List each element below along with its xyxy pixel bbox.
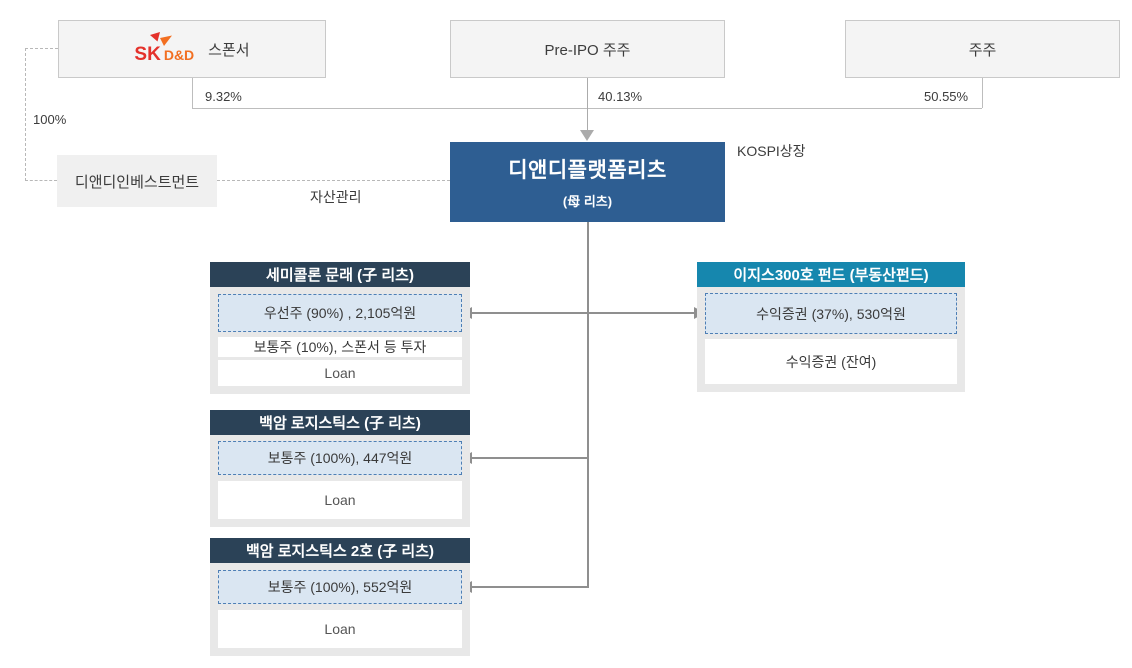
baegam2-loan-row: Loan bbox=[218, 610, 462, 648]
center-drop-line bbox=[587, 78, 588, 131]
asset-manager-label: 디앤디인베스트먼트 bbox=[74, 173, 200, 191]
sk-butterfly-icon bbox=[150, 31, 173, 46]
manager-stake: 100% bbox=[33, 112, 67, 127]
child-reit-baegam1-card: 백암 로지스틱스 (子 리츠) 보통주 (100%), 447억원 Loan bbox=[210, 410, 470, 527]
branch-line-semicolon bbox=[472, 312, 587, 314]
parent-reit-name: 디앤디플랫폼리츠 bbox=[508, 159, 667, 182]
parent-reit-box: 디앤디플랫폼리츠 (母 리츠) bbox=[450, 142, 725, 222]
baegam2-card-title: 백암 로지스틱스 2호 (子 리츠) bbox=[210, 538, 470, 563]
public-shareholders-box: 주주 bbox=[845, 20, 1120, 78]
public-stake: 50.55% bbox=[924, 89, 969, 104]
semicolon-loan-row: Loan bbox=[218, 360, 462, 386]
management-role-label: 자산관리 bbox=[310, 189, 362, 205]
public-drop-line bbox=[982, 78, 983, 108]
sponsor-manager-dash-top bbox=[25, 48, 58, 49]
fund-igis300-card: 이지스300호 펀드 (부동산펀드) 수익증권 (37%), 530억원 수익증… bbox=[697, 262, 965, 392]
kospi-listing-label: KOSPI상장 bbox=[737, 143, 806, 159]
semicolon-preferred-row: 우선주 (90%) , 2,105억원 bbox=[218, 294, 462, 332]
sponsor-label: 스폰서 bbox=[208, 41, 250, 59]
sponsor-box: SK D&D 스폰서 bbox=[58, 20, 326, 78]
manager-dash-in bbox=[25, 180, 57, 181]
semicolon-card-title: 세미콜론 문래 (子 리츠) bbox=[210, 262, 470, 287]
semicolon-common-row: 보통주 (10%), 스폰서 등 투자 bbox=[218, 337, 462, 357]
sponsor-stake: 9.32% bbox=[205, 89, 242, 104]
igis300-card-title: 이지스300호 펀드 (부동산펀드) bbox=[697, 262, 965, 287]
dnd-logo-text: D&D bbox=[163, 47, 195, 64]
child-reit-semicolon-card: 세미콜론 문래 (子 리츠) 우선주 (90%) , 2,105억원 보통주 (… bbox=[210, 262, 470, 394]
child-reit-baegam2-card: 백암 로지스틱스 2호 (子 리츠) 보통주 (100%), 552억원 Loa… bbox=[210, 538, 470, 656]
branch-line-baegam1 bbox=[472, 457, 587, 459]
pre-ipo-box: Pre-IPO 주주 bbox=[450, 20, 725, 78]
pre-ipo-label: Pre-IPO 주주 bbox=[544, 41, 631, 59]
igis300-residual-row: 수익증권 (잔여) bbox=[705, 339, 957, 384]
baegam1-card-title: 백암 로지스틱스 (子 리츠) bbox=[210, 410, 470, 435]
arrow-into-parent-icon bbox=[580, 130, 594, 141]
parent-reit-type: (母 리츠) bbox=[562, 194, 613, 209]
baegam1-common-row: 보통주 (100%), 447억원 bbox=[218, 441, 462, 475]
baegam1-loan-row: Loan bbox=[218, 481, 462, 519]
public-shareholders-label: 주주 bbox=[968, 41, 997, 59]
sk-logo-text: SK bbox=[134, 43, 161, 65]
management-dash-line bbox=[217, 180, 450, 181]
sponsor-drop-line bbox=[192, 78, 193, 108]
sk-dnd-logo: SK D&D bbox=[134, 31, 195, 65]
parent-spine-line bbox=[587, 222, 589, 588]
branch-line-baegam2 bbox=[472, 586, 587, 588]
asset-manager-box: 디앤디인베스트먼트 bbox=[57, 155, 217, 207]
branch-line-igis bbox=[589, 312, 695, 314]
sponsor-manager-dash-vert bbox=[25, 48, 26, 181]
pre-ipo-stake: 40.13% bbox=[598, 89, 643, 104]
baegam2-common-row: 보통주 (100%), 552억원 bbox=[218, 570, 462, 604]
igis300-beneficiary-row: 수익증권 (37%), 530억원 bbox=[705, 293, 957, 334]
